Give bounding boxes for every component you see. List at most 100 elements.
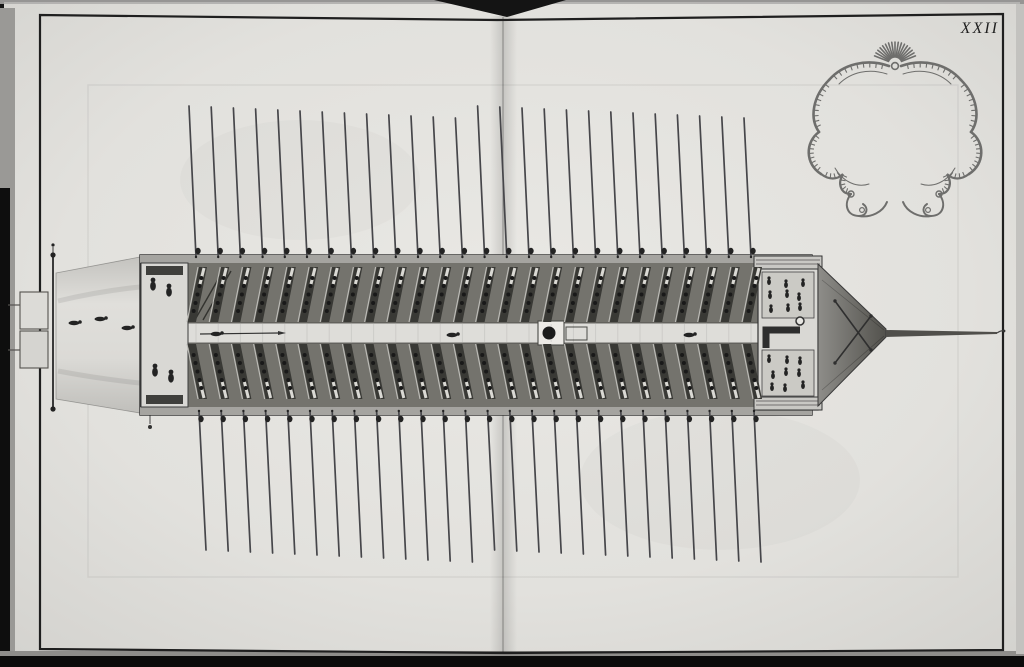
cartouche-leaf-tick	[833, 173, 836, 179]
bench-gap	[519, 266, 532, 323]
cartouche-fan-ray	[898, 45, 909, 60]
oar-loom	[620, 267, 628, 285]
oar	[242, 410, 252, 553]
cartouche-leaf-tick	[875, 62, 877, 68]
oar-loom	[220, 381, 228, 399]
rower	[369, 308, 374, 313]
oar	[676, 114, 686, 258]
rower	[621, 276, 626, 281]
gunwale-figure	[398, 415, 404, 423]
rower	[219, 377, 224, 382]
cartouche-leaf-tick	[816, 166, 821, 172]
cartouche-leaf-tick	[963, 88, 969, 93]
oar	[387, 114, 397, 258]
rower	[508, 377, 513, 382]
oar	[753, 410, 762, 563]
oar	[521, 107, 530, 258]
oar-loom	[686, 267, 694, 285]
rower	[195, 292, 200, 297]
rower	[484, 369, 489, 374]
figure-head	[797, 368, 801, 372]
oar	[720, 116, 730, 258]
oar	[531, 410, 540, 553]
cartouche-leaf-tick	[970, 134, 976, 139]
rower	[639, 369, 644, 374]
cartouche-frame	[807, 41, 983, 218]
oar	[299, 110, 308, 258]
rower	[635, 308, 640, 313]
cartouche-leaf-tick	[840, 179, 846, 182]
rower	[480, 308, 485, 313]
gunwale-figure	[461, 247, 468, 255]
rower	[348, 300, 353, 305]
rower	[548, 361, 553, 366]
figure-head	[168, 369, 174, 375]
bottom-gunwale	[140, 407, 812, 415]
oar	[632, 112, 641, 258]
oar-pivot	[442, 409, 445, 413]
oar-loom	[553, 381, 561, 399]
rower	[324, 308, 329, 313]
rower	[310, 385, 315, 390]
oar-loom	[731, 381, 739, 399]
bow-ring	[795, 316, 805, 326]
cartouche-half	[807, 61, 891, 218]
figure-head	[131, 325, 135, 329]
bench-gap	[475, 266, 488, 323]
rower	[506, 369, 511, 374]
rower	[732, 385, 737, 390]
rower	[685, 377, 690, 382]
figure-body	[767, 278, 771, 286]
rower	[376, 276, 381, 281]
gunwale-figure	[198, 415, 204, 423]
rower	[217, 292, 222, 297]
cartouche-fan-ray	[875, 52, 890, 62]
rower	[687, 385, 692, 390]
cartouche-leaf-tick	[844, 67, 848, 73]
figure-body	[801, 280, 805, 288]
oar	[321, 111, 331, 258]
oar-pivot	[419, 409, 423, 413]
rower	[595, 292, 600, 297]
bench-gap	[253, 343, 266, 400]
rower	[708, 284, 713, 289]
cartouche-leaf-tick	[813, 163, 818, 168]
oar	[597, 410, 607, 556]
rower	[332, 385, 337, 390]
rower	[262, 292, 267, 297]
oar-pivot	[486, 409, 489, 413]
rower	[570, 361, 575, 366]
rower	[665, 276, 670, 281]
rowing-zone-top	[188, 263, 758, 323]
rower	[665, 385, 670, 390]
rower	[732, 276, 737, 281]
rower	[709, 385, 714, 390]
oar-pivot	[217, 255, 220, 259]
rower	[461, 369, 466, 374]
figure-body	[784, 281, 788, 289]
oars-bottom	[197, 409, 762, 563]
rower	[750, 292, 755, 297]
bench-gap	[275, 343, 288, 400]
bench-gap	[186, 343, 199, 400]
rower	[706, 292, 711, 297]
rower	[308, 284, 313, 289]
oar-loom	[575, 381, 583, 399]
figure-head	[768, 290, 772, 294]
oar	[343, 112, 353, 258]
oar	[286, 410, 296, 555]
bench-gap	[319, 343, 332, 400]
cartouche-scroll	[937, 172, 971, 196]
oar-pivot	[461, 255, 464, 259]
cartouche-leaf-tick	[906, 63, 909, 70]
rower	[463, 284, 468, 289]
rower	[465, 385, 470, 390]
rower	[369, 353, 374, 358]
oar-pivot	[638, 255, 642, 259]
rower	[550, 292, 555, 297]
oar-loom	[398, 381, 406, 399]
gunwale-figure	[420, 415, 426, 423]
rower	[526, 300, 531, 305]
oar-pivot	[550, 255, 553, 259]
